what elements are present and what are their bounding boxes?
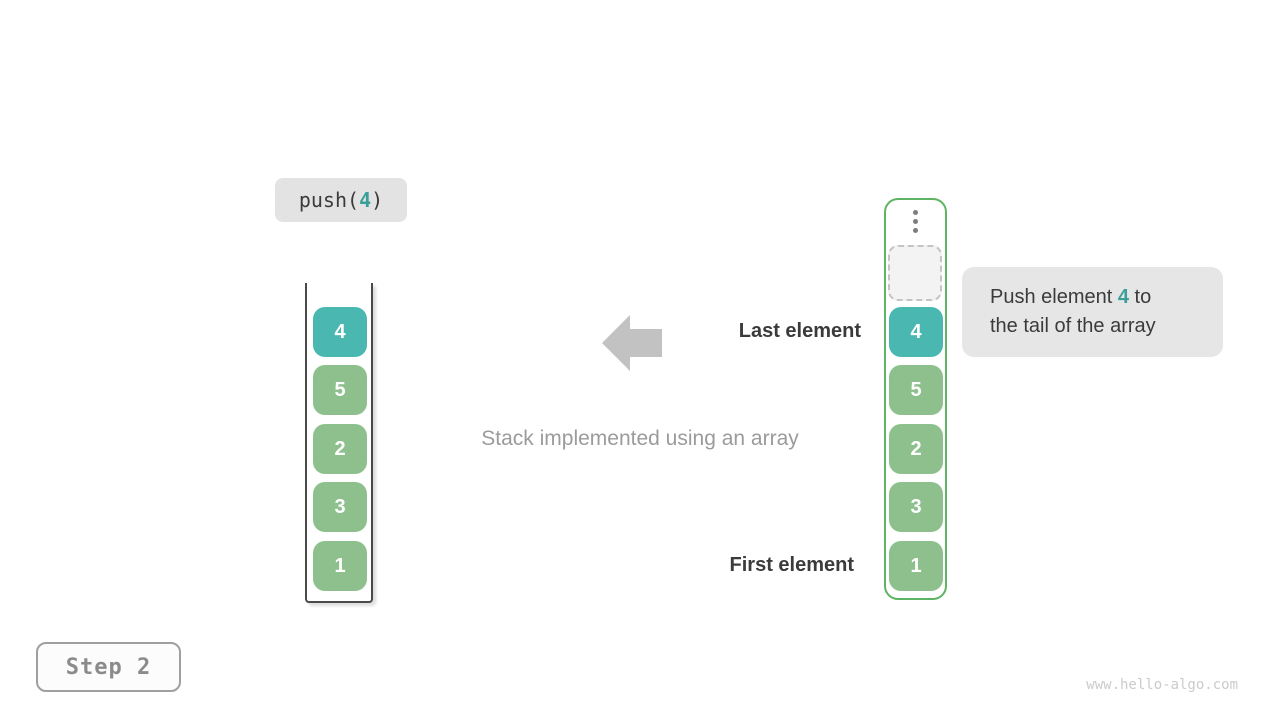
vertical-dots-icon xyxy=(886,210,945,233)
step-badge: Step 2 xyxy=(36,642,181,692)
operation-suffix: ) xyxy=(371,188,384,212)
stack-element: 4 xyxy=(313,307,367,357)
array-element: 4 xyxy=(889,307,943,357)
first-element-label: First element xyxy=(729,554,854,576)
array-container-right: 4 5 2 3 1 xyxy=(884,198,947,600)
diagram-caption: Stack implemented using an array xyxy=(481,427,799,450)
arrow-left-icon xyxy=(602,315,662,371)
stack-element: 5 xyxy=(313,365,367,415)
stack-element: 2 xyxy=(313,424,367,474)
array-element: 1 xyxy=(889,541,943,591)
callout-line2: the tail of the array xyxy=(990,315,1156,337)
callout-text: Push element xyxy=(990,286,1118,308)
array-element: 2 xyxy=(889,424,943,474)
stack-container-left: 4 5 2 3 1 xyxy=(305,283,373,603)
operation-prefix: push( xyxy=(298,188,360,212)
callout-line1: Push element 4 to xyxy=(990,283,1223,312)
watermark: www.hello-algo.com xyxy=(1086,677,1238,693)
array-element: 3 xyxy=(889,482,943,532)
array-element: 5 xyxy=(889,365,943,415)
callout-highlight-value: 4 xyxy=(1117,286,1129,308)
callout-box: Push element 4 to the tail of the array xyxy=(962,267,1223,357)
operation-badge: push(4) xyxy=(275,178,407,222)
last-element-label: Last element xyxy=(738,320,861,342)
empty-array-slot xyxy=(888,245,942,301)
callout-text: to xyxy=(1128,286,1152,308)
stack-element: 1 xyxy=(313,541,367,591)
stack-element: 3 xyxy=(313,482,367,532)
operation-argument: 4 xyxy=(359,188,372,212)
